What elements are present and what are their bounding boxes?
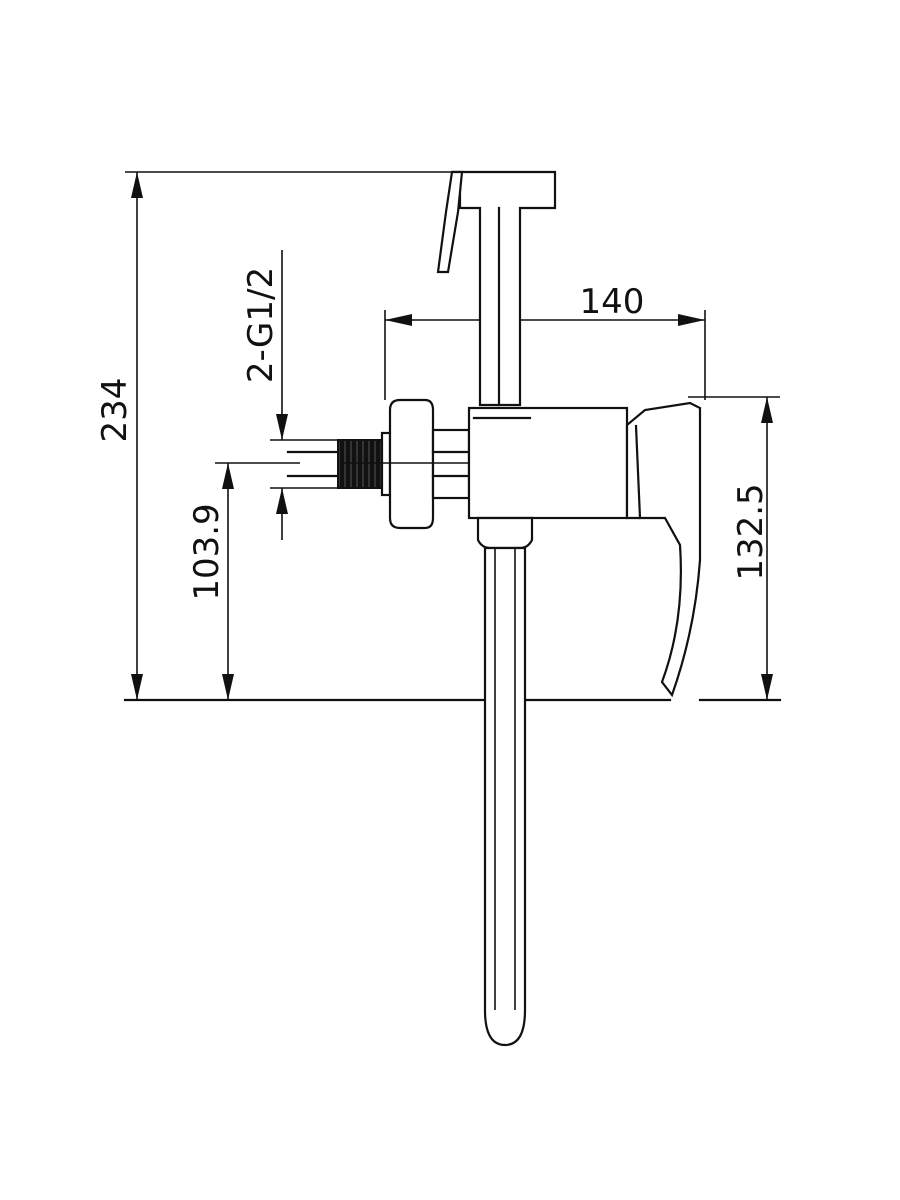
label-inlet-height: 103.9	[187, 503, 227, 600]
valve-body	[467, 406, 629, 520]
dimension-depth: 140	[384, 282, 706, 400]
label-depth: 140	[580, 282, 645, 322]
wall-flange	[388, 398, 435, 530]
dimension-inlet-height: 103.9	[187, 462, 300, 700]
label-inlet-thread: 2-G1/2	[241, 267, 281, 383]
dimension-handle-height: 132.5	[688, 396, 780, 700]
dimension-inlet-thread: 2-G1/2	[241, 250, 340, 540]
hand-shower-head	[452, 170, 557, 407]
hose-connector	[476, 516, 534, 550]
label-overall-height: 234	[95, 378, 135, 443]
inlet-connector	[286, 431, 392, 497]
flexible-hose	[483, 546, 527, 1047]
lever-handle	[625, 401, 702, 698]
dimension-overall-height: 234	[95, 171, 455, 700]
hex-nut	[340, 428, 510, 500]
shower-trigger	[436, 170, 464, 274]
label-handle-height: 132.5	[731, 483, 771, 580]
